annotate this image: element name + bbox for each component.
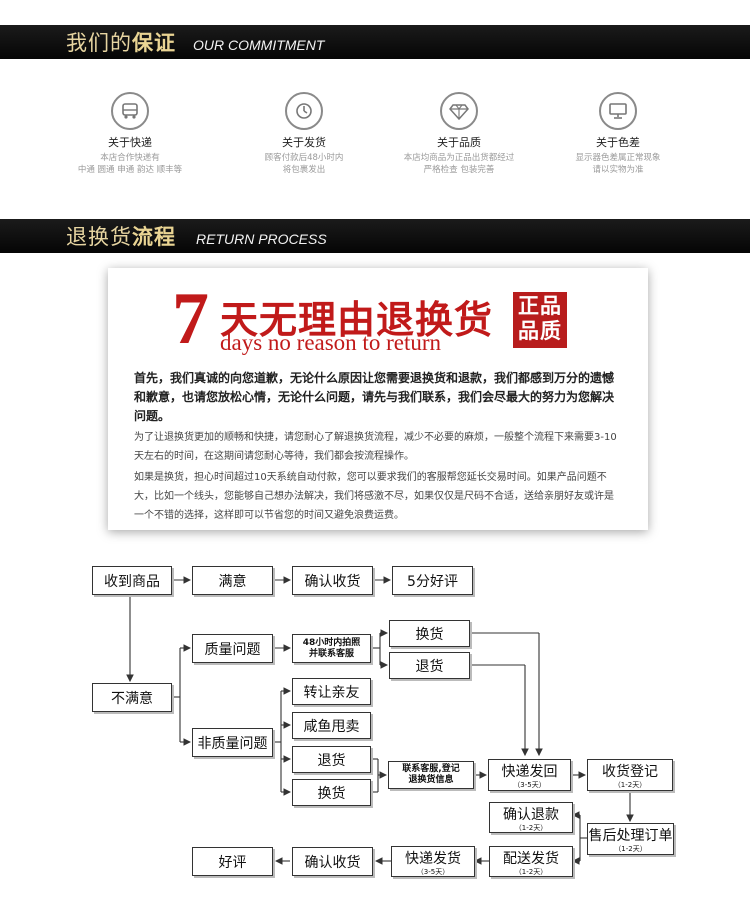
flow-exchange-b-label: 换货 <box>317 785 346 802</box>
commit-title-color: 关于色差 <box>596 136 640 149</box>
flow-contact-service-label: 并联系客服 <box>308 648 354 659</box>
commitment-title-plain: 我们的 <box>66 31 132 55</box>
commit-desc-shipping: 顾客付款后48小时内 将包裹发出 <box>264 153 344 175</box>
flow-return-info-label: 退换货信息 <box>408 775 454 785</box>
flow-quality-issue: 质量问题 <box>192 634 273 663</box>
flow-photo-48h-label: 48小时内拍照 <box>302 637 361 648</box>
flow-return-quality: 退货 <box>389 652 470 679</box>
return-header-band: 退换货流程 RETURN PROCESS <box>0 219 750 253</box>
flow-confirm-refund-label: 确认退款 <box>503 806 559 823</box>
commitment-title-en: OUR COMMITMENT <box>193 37 325 53</box>
flow-after-sale-days: （1-2天） <box>614 845 647 853</box>
flow-exchange-a-label: 换货 <box>415 626 444 643</box>
commitment-title-bold: 保证 <box>132 31 176 55</box>
flow-exchange-nonquality: 换货 <box>292 779 371 806</box>
flow-transfer-friend: 转让亲友 <box>292 678 371 705</box>
flow-good-review: 好评 <box>192 847 273 876</box>
flow-receipt-register: 收货登记（1-2天） <box>587 759 673 791</box>
flow-receive-label: 收到商品 <box>104 573 160 590</box>
flow-transfer-friend-label: 转让亲友 <box>303 684 360 701</box>
clock-icon <box>285 92 323 130</box>
return-title-plain: 退换货 <box>66 225 132 249</box>
monitor-icon <box>599 92 637 130</box>
commit-item-color: 关于色差 显示器色差属正常现象 请以实物为准 <box>543 92 693 176</box>
commitment-title-zh: 我们的保证 <box>66 27 176 57</box>
flow-non-quality-issue: 非质量问题 <box>192 728 273 757</box>
flow-express-back: 快递发回（3-5天） <box>488 759 571 791</box>
flow-express-ship: 快递发货（3-5天） <box>391 846 475 877</box>
flow-receive-goods: 收到商品 <box>92 566 172 595</box>
flow-exchange-quality: 换货 <box>389 620 470 647</box>
flow-receipt-register-days: （1-2天） <box>613 781 647 789</box>
flow-after-sale-label: 售后处理订单 <box>588 828 673 844</box>
flow-unsatisfied-label: 不满意 <box>111 690 153 707</box>
commit-item-quality: 关于品质 本店均商品为正品出货都经过 严格检查 包装完善 <box>384 92 534 176</box>
stamp-line-2: 品质 <box>518 319 562 343</box>
commitment-header-band: 我们的保证 OUR COMMITMENT <box>0 25 750 59</box>
commit-title-express: 关于快递 <box>108 136 152 149</box>
truck-icon <box>111 92 149 130</box>
policy-headline-en: days no reason to return <box>220 330 441 355</box>
flow-confirm-receipt-top: 确认收货 <box>292 566 373 595</box>
flow-return-b-label: 退货 <box>317 752 346 769</box>
commit-desc-express: 本店合作快递有 中通 圆通 申通 韵达 顺丰等 <box>77 153 183 175</box>
flow-ship-out-days: （1-2天） <box>514 867 548 876</box>
flow-satisfied: 满意 <box>192 566 273 595</box>
flow-express-back-label: 快递发回 <box>501 764 558 780</box>
flow-non-quality-label: 非质量问题 <box>197 735 268 752</box>
flow-express-ship-days: （3-5天） <box>416 867 450 876</box>
flow-photo-contact: 48小时内拍照并联系客服 <box>292 634 371 663</box>
flow-return-a-label: 退货 <box>415 658 444 675</box>
policy-exchange-paragraph: 如果是换货，担心时间超过10天系统自动付款，您可以要求我们的客服帮您延长交易时间… <box>134 472 614 521</box>
flow-after-sale-order: 售后处理订单（1-2天） <box>587 823 674 855</box>
flow-return-nonquality: 退货 <box>292 746 371 773</box>
flow-contact-register: 联系客服,登记退换货信息 <box>388 761 474 789</box>
flow-express-back-days: （3-5天） <box>513 781 546 789</box>
commit-item-express: 关于快递 本店合作快递有 中通 圆通 申通 韵达 顺丰等 <box>55 92 205 176</box>
stamp-line-1: 正品 <box>518 294 562 318</box>
flow-xianyu-label: 咸鱼甩卖 <box>303 718 360 735</box>
diamond-icon <box>440 92 478 130</box>
flow-ship-out: 配送发货（1-2天） <box>489 846 573 877</box>
flow-express-ship-label: 快递发货 <box>405 850 461 867</box>
flow-good-review-label: 好评 <box>218 854 247 871</box>
flow-quality-issue-label: 质量问题 <box>204 641 261 658</box>
return-title-zh: 退换货流程 <box>66 221 176 251</box>
flow-receipt-register-label: 收货登记 <box>602 764 658 780</box>
flow-satisfied-label: 满意 <box>218 573 247 590</box>
flow-rate5-label: 5分好评 <box>407 573 458 590</box>
commit-title-shipping: 关于发货 <box>282 136 326 149</box>
policy-apology-paragraph: 首先，我们真诚的向您道歉，无论什么原因让您需要退换货和退款，我们都感到万分的遗憾… <box>134 371 615 423</box>
commit-title-quality: 关于品质 <box>437 136 481 149</box>
commit-item-shipping: 关于发货 顾客付款后48小时内 将包裹发出 <box>229 92 379 176</box>
return-title-en: RETURN PROCESS <box>196 231 327 247</box>
flow-contact-register-label: 联系客服,登记 <box>402 764 460 774</box>
policy-big-number: 7 <box>172 278 209 360</box>
genuine-quality-stamp: 正品 品质 <box>513 292 567 348</box>
commit-desc-color: 显示器色差属正常现象 请以实物为准 <box>575 153 661 175</box>
flow-confirm-top-label: 确认收货 <box>304 573 361 590</box>
flow-confirm-receipt-bottom: 确认收货 <box>292 847 373 876</box>
flow-unsatisfied: 不满意 <box>92 683 172 712</box>
flow-confirm-refund: 确认退款（1-2天） <box>489 802 573 833</box>
policy-process-paragraph: 为了让退换货更加的顺畅和快捷，请您耐心了解退换货流程，减少不必要的麻烦，一般整个… <box>134 432 617 462</box>
flow-five-star-review: 5分好评 <box>392 566 473 595</box>
flow-confirm-refund-days: （1-2天） <box>514 823 548 832</box>
return-title-bold: 流程 <box>132 225 176 249</box>
commit-desc-quality: 本店均商品为正品出货都经过 严格检查 包装完善 <box>403 153 515 175</box>
policy-headline-zh: 天无理由退换货 <box>220 298 494 342</box>
flow-ship-out-label: 配送发货 <box>503 850 559 867</box>
flow-confirm-bottom-label: 确认收货 <box>304 854 361 871</box>
flow-xianyu-sell: 咸鱼甩卖 <box>292 712 371 739</box>
